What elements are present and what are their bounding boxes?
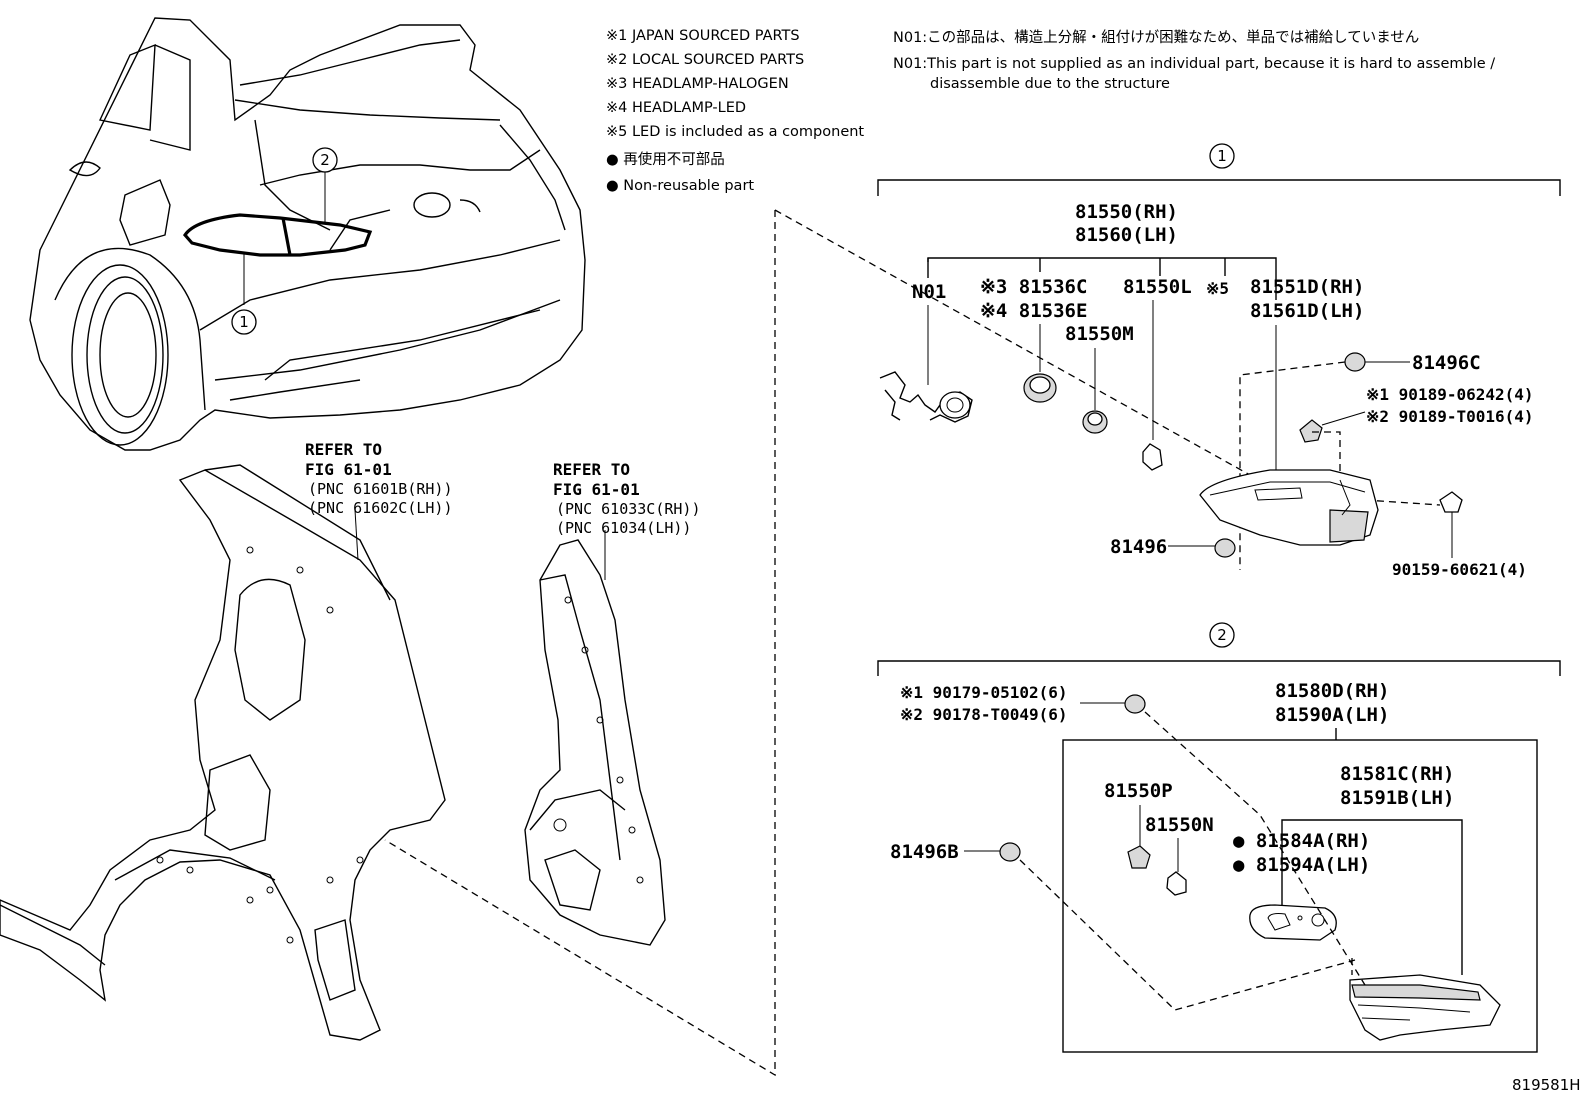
label-n01[interactable]: N01 xyxy=(912,281,946,303)
label-81536c[interactable]: ※3 81536C xyxy=(980,276,1087,298)
label-mark5: ※5 xyxy=(1206,279,1229,298)
socket-81550m-part[interactable] xyxy=(1082,410,1108,434)
label-81550l[interactable]: 81550L xyxy=(1123,276,1192,298)
bulb-81550n-part[interactable] xyxy=(1166,871,1187,896)
svg-text:2: 2 xyxy=(1217,626,1227,644)
car-rear-illustration xyxy=(29,17,586,451)
ref1-line-b: FIG 61-01 xyxy=(305,460,392,479)
note-led-component: ※5 LED is included as a component xyxy=(606,124,864,140)
svg-text:1: 1 xyxy=(1217,147,1227,165)
quarter-panel-illustration xyxy=(0,464,446,1041)
label-81550p[interactable]: 81550P xyxy=(1104,780,1173,802)
figure-code: 819581H xyxy=(1512,1076,1581,1094)
clip-81496-part[interactable]: 81496 xyxy=(1110,536,1236,558)
label-81590a-lh[interactable]: 81590A(LH) xyxy=(1275,704,1389,726)
gasket-81584a-part[interactable] xyxy=(1249,904,1337,941)
socket-81550p-part[interactable] xyxy=(1127,845,1151,869)
note-headlamp-led: ※4 HEADLAMP-LED xyxy=(606,100,746,116)
label-81580d-rh[interactable]: 81580D(RH) xyxy=(1275,680,1389,702)
note-nonreusable-jp: ● 再使用不可部品 xyxy=(606,151,725,168)
label-81591b-lh[interactable]: 81591B(LH) xyxy=(1340,787,1454,809)
callout-2-section: 2 xyxy=(1209,622,1235,648)
wiring-harness-part[interactable] xyxy=(879,371,973,423)
svg-text:1: 1 xyxy=(239,313,249,331)
screw-90189-part[interactable]: ※1 90189-06242(4) ※2 90189-T0016(4) xyxy=(1299,385,1534,443)
note-headlamp-halogen: ※3 HEADLAMP-HALOGEN xyxy=(606,76,789,92)
label-81594a-lh[interactable]: ● 81594A(LH) xyxy=(1233,854,1370,876)
note-n01-jp: N01:この部品は、構造上分解・組付けが困難なため、単品では補給していません xyxy=(893,29,1419,46)
bolt-90159-part[interactable]: 90159-60621(4) xyxy=(1392,491,1527,579)
label-90189-t0016[interactable]: ※2 90189-T0016(4) xyxy=(1366,407,1534,426)
label-81536e[interactable]: ※4 81536E xyxy=(980,300,1087,322)
ref2-line-d: (PNC 61034(LH)) xyxy=(556,519,691,537)
ref2-line-b: FIG 61-01 xyxy=(553,480,640,499)
inner-lamp-81581c-part[interactable] xyxy=(1349,974,1501,1041)
note-nonreusable-en: ● Non-reusable part xyxy=(606,178,754,194)
assembly-box xyxy=(1062,739,1538,1053)
label-90159-60621[interactable]: 90159-60621(4) xyxy=(1392,560,1527,579)
callout-2-car: 2 xyxy=(312,147,338,173)
label-81550-rh[interactable]: 81550(RH) xyxy=(1075,201,1178,223)
label-81551d-rh[interactable]: 81551D(RH) xyxy=(1250,276,1364,298)
ref1-line-d: (PNC 61602C(LH)) xyxy=(308,499,453,517)
label-81581c-rh[interactable]: 81581C(RH) xyxy=(1340,763,1454,785)
label-81496[interactable]: 81496 xyxy=(1110,536,1167,558)
label-81496c[interactable]: 81496C xyxy=(1412,352,1481,374)
clip-81496c-part[interactable]: 81496C xyxy=(1344,352,1481,374)
label-90189-06242[interactable]: ※1 90189-06242(4) xyxy=(1366,385,1534,404)
tail-lamp-81551d-part[interactable] xyxy=(1199,469,1379,546)
callout-1-section: 1 xyxy=(1209,143,1235,169)
ref1-line-a: REFER TO xyxy=(305,440,382,459)
label-81550n[interactable]: 81550N xyxy=(1145,814,1214,836)
note-local-sourced: ※2 LOCAL SOURCED PARTS xyxy=(606,52,804,68)
ref2-line-a: REFER TO xyxy=(553,460,630,479)
label-81560-lh[interactable]: 81560(LH) xyxy=(1075,224,1178,246)
inner-panel-illustration xyxy=(524,530,666,946)
dashed-link-to-lamp xyxy=(774,209,1251,476)
label-90179-05102[interactable]: ※1 90179-05102(6) xyxy=(900,683,1068,702)
ref2-line-c: (PNC 61033C(RH)) xyxy=(556,500,701,518)
label-81561d-lh[interactable]: 81561D(LH) xyxy=(1250,300,1364,322)
label-81550m[interactable]: 81550M xyxy=(1065,323,1134,345)
ref1-line-c: (PNC 61601B(RH)) xyxy=(308,480,453,498)
callout-1-car: 1 xyxy=(231,309,257,335)
dashed-link-left xyxy=(384,210,776,1077)
clip-81496b-part[interactable]: 81496B xyxy=(890,841,1021,863)
label-90178-t0049[interactable]: ※2 90178-T0049(6) xyxy=(900,705,1068,724)
refer-to-quarter-panel[interactable]: REFER TO FIG 61-01 (PNC 61601B(RH)) (PNC… xyxy=(305,440,453,517)
clip-90179-part[interactable] xyxy=(1124,694,1146,714)
note-japan-sourced: ※1 JAPAN SOURCED PARTS xyxy=(606,28,800,44)
section-1: 1 81550(RH) 81560(LH) N01 ※3 81536C ※4 8… xyxy=(877,143,1561,579)
bulb-81550l-part[interactable] xyxy=(1142,443,1163,471)
note-n01-en-2: disassemble due to the structure xyxy=(930,76,1170,92)
label-81584a-rh[interactable]: ● 81584A(RH) xyxy=(1233,830,1370,852)
svg-text:2: 2 xyxy=(320,151,330,169)
note-n01-en-1: N01:This part is not supplied as an indi… xyxy=(893,56,1495,72)
socket-81536-part[interactable] xyxy=(1023,373,1057,403)
label-81496b[interactable]: 81496B xyxy=(890,841,959,863)
section-2: 2 ※1 90179-05102(6) ※2 90178-T0049(6) 81… xyxy=(877,622,1561,1053)
legend-notes: ※1 JAPAN SOURCED PARTS ※2 LOCAL SOURCED … xyxy=(606,28,1495,194)
refer-to-inner-panel[interactable]: REFER TO FIG 61-01 (PNC 61033C(RH)) (PNC… xyxy=(553,460,701,537)
